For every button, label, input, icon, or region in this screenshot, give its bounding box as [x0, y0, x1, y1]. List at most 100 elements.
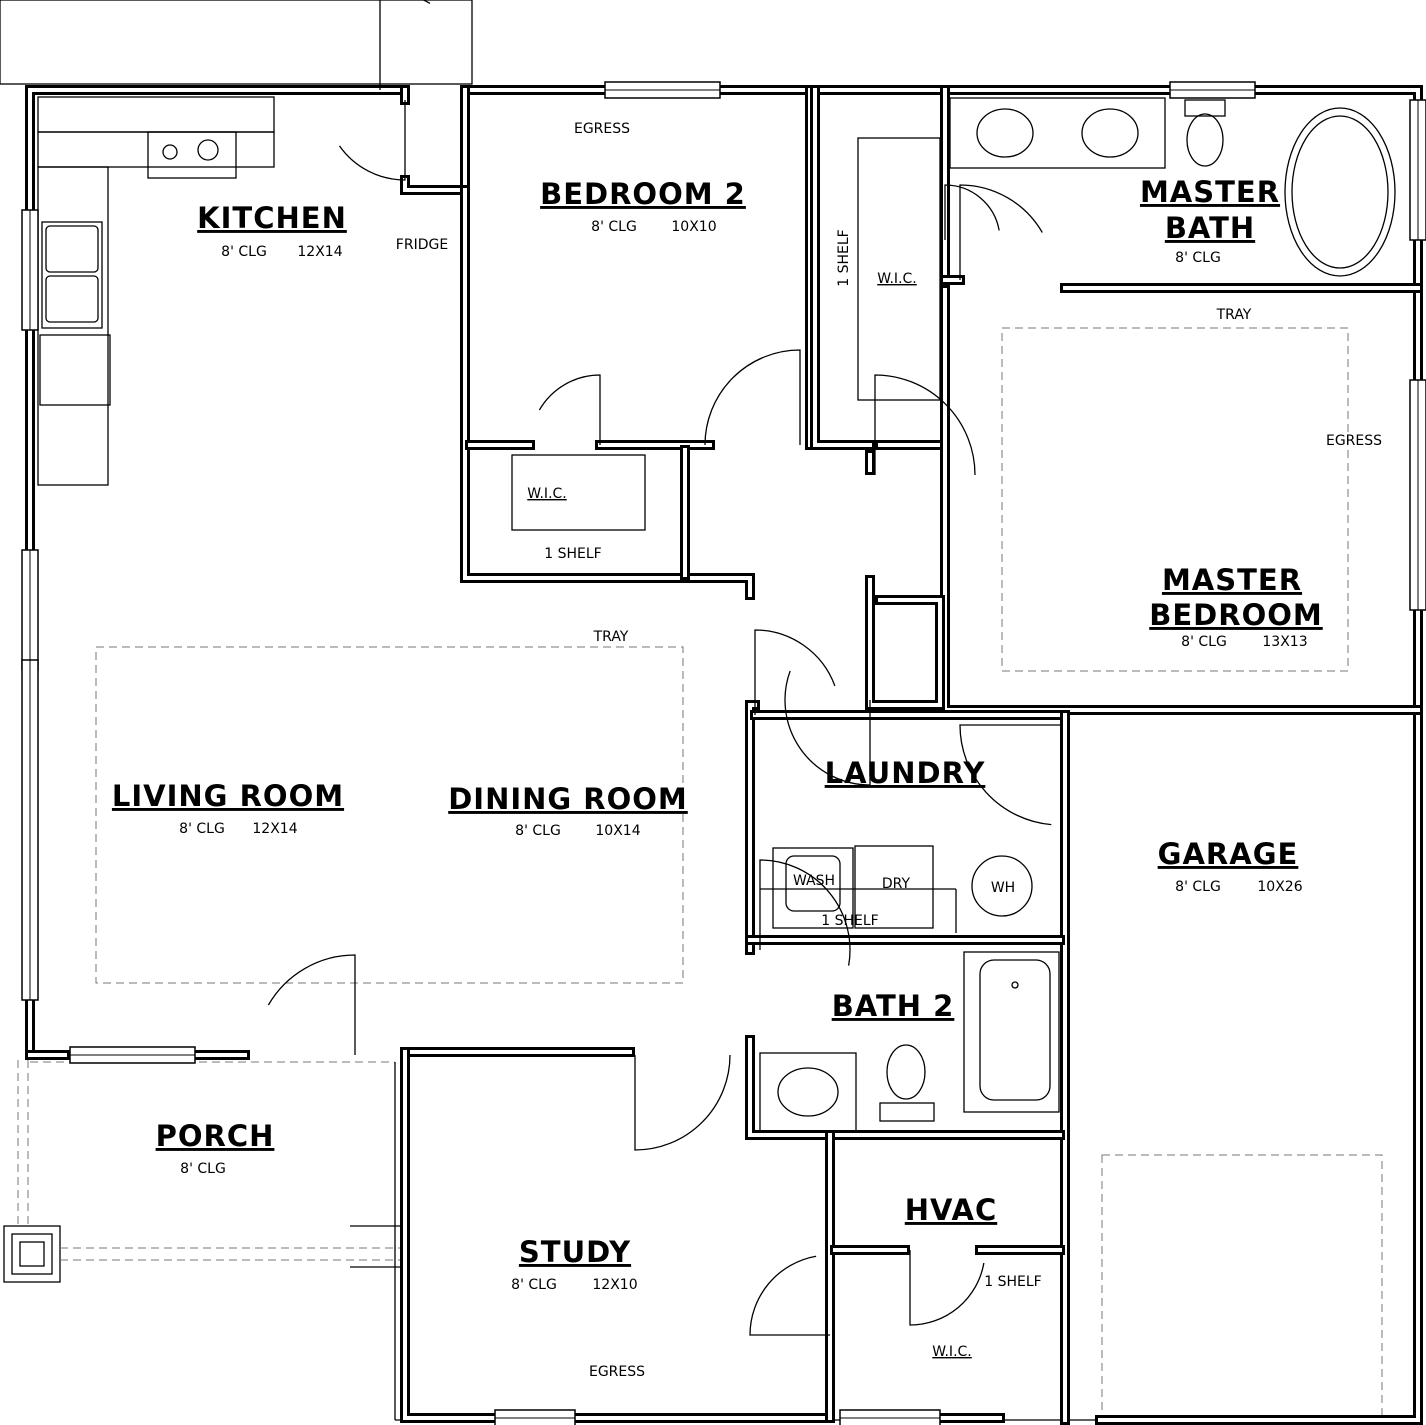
door-swing [959, 184, 1043, 280]
ceiling-height: 8' CLG [1175, 879, 1221, 895]
door-swing [754, 629, 836, 715]
washer-icon [772, 847, 854, 929]
ceiling-height: 8' CLG [591, 219, 637, 235]
egress-note: EGRESS [1326, 433, 1382, 449]
windows [21, 81, 1426, 1425]
bathtub-inner [979, 959, 1051, 1101]
toilet-tank-icon [879, 1102, 935, 1122]
wic-shelf [511, 454, 646, 531]
ceiling-height: 8' CLG [221, 244, 267, 260]
room-size: 12X14 [252, 821, 297, 837]
egress-note: EGRESS [574, 121, 630, 137]
wic-shelf [857, 137, 941, 401]
door-swing [909, 1250, 985, 1326]
burner-icon [197, 139, 219, 161]
wall [878, 288, 947, 447]
room-size: 10X26 [1257, 879, 1302, 895]
doors [267, 0, 1060, 1336]
kitchen-upper-cabinets [37, 96, 275, 133]
toilet-icon [886, 1044, 926, 1100]
dryer-label: DRY [882, 876, 911, 892]
door-swing [959, 724, 1060, 826]
burner-icon [162, 144, 178, 160]
shelf-note: 1 SHELF [984, 1274, 1041, 1290]
door-swing [759, 859, 851, 966]
vanity-counter [759, 1052, 857, 1132]
room-name: BEDROOM 2 [540, 177, 746, 211]
bedroom2-label: BEDROOM 2 8' CLG 10X10 [540, 177, 746, 235]
door-swing [267, 954, 356, 1055]
porch-column-inner [19, 1241, 45, 1267]
room-size: 12X14 [297, 244, 342, 260]
wall [813, 88, 872, 447]
dishwasher-icon [39, 334, 111, 406]
tray-note: TRAY [593, 629, 629, 645]
door-swing [538, 374, 601, 445]
tray-ceiling-outline [1001, 327, 1349, 672]
door-swing [749, 1255, 830, 1336]
kitchen-side-counter [37, 166, 109, 486]
door-swing [944, 184, 1000, 240]
room-size: 13X13 [1262, 634, 1307, 650]
ceiling-height: 8' CLG [180, 1161, 226, 1177]
wall [403, 88, 467, 192]
door-swing [379, 0, 431, 90]
egress-note: EGRESS [589, 1364, 645, 1380]
wall [463, 188, 752, 597]
fridge-note: FRIDGE [396, 237, 448, 253]
wall [460, 185, 755, 600]
sink-basin [45, 275, 99, 323]
dining-room-label: DINING ROOM 8' CLG 10X14 [448, 782, 688, 839]
walls [25, 85, 1423, 1425]
kitchen-counter [37, 131, 275, 168]
tub-drain [1011, 981, 1019, 989]
washer-label: WASH [793, 873, 835, 889]
room-name: DINING ROOM [448, 782, 688, 816]
sink-icon [976, 108, 1034, 158]
room-size: 10X14 [595, 823, 640, 839]
bathtub-inner [1291, 115, 1389, 269]
wic-note: W.I.C. [527, 486, 567, 502]
door-swing [704, 349, 801, 446]
sink-icon [1081, 108, 1139, 158]
wall [400, 1047, 500, 1423]
garage-label: GARAGE 8' CLG 10X26 [1158, 837, 1303, 895]
toilet-tank-icon [1184, 99, 1226, 117]
wall [748, 1038, 1062, 1137]
room-size: 10X10 [671, 219, 716, 235]
tray-note: TRAY [1216, 307, 1252, 323]
porch-column-inner [11, 1233, 53, 1275]
room-name: PORCH [156, 1119, 275, 1153]
porch-label: PORCH 8' CLG [156, 1119, 275, 1177]
wall [748, 703, 757, 952]
kitchen-label: KITCHEN 8' CLG 12X14 [197, 201, 347, 260]
room-name: MASTER [1140, 175, 1280, 209]
bathtub-icon [963, 951, 1060, 1113]
room-name: MASTER [1162, 563, 1302, 597]
kitchen-sink-icon [41, 221, 103, 329]
room-name: KITCHEN [197, 201, 347, 235]
master-bedroom-label: MASTER BEDROOM 8' CLG 13X13 [1149, 563, 1322, 650]
vanity-counter [949, 97, 1166, 169]
room-size: 12X10 [592, 1277, 637, 1293]
door-swing [784, 670, 871, 786]
sink-basin [45, 225, 99, 273]
room-name: BEDROOM [1149, 598, 1322, 632]
living-room-label: LIVING ROOM 8' CLG 12X14 [112, 779, 343, 837]
shelf-note: 1 SHELF [544, 546, 601, 562]
ceiling-height: 8' CLG [511, 1277, 557, 1293]
tray-ceiling-outline [95, 646, 684, 984]
wall [400, 85, 470, 195]
door-swing [338, 100, 406, 181]
water-heater-icon [971, 855, 1033, 917]
master-bath-label: MASTER BATH 8' CLG [1140, 175, 1280, 266]
bath2-label: BATH 2 [832, 989, 955, 1023]
porch-column-icon [3, 1225, 61, 1283]
room-name: GARAGE [1158, 837, 1299, 871]
wall [403, 1050, 497, 1420]
door-swing [874, 374, 976, 476]
water-heater-label: WH [991, 880, 1015, 896]
hvac-label: HVAC [905, 1193, 997, 1227]
room-name: BATH [1165, 211, 1255, 245]
